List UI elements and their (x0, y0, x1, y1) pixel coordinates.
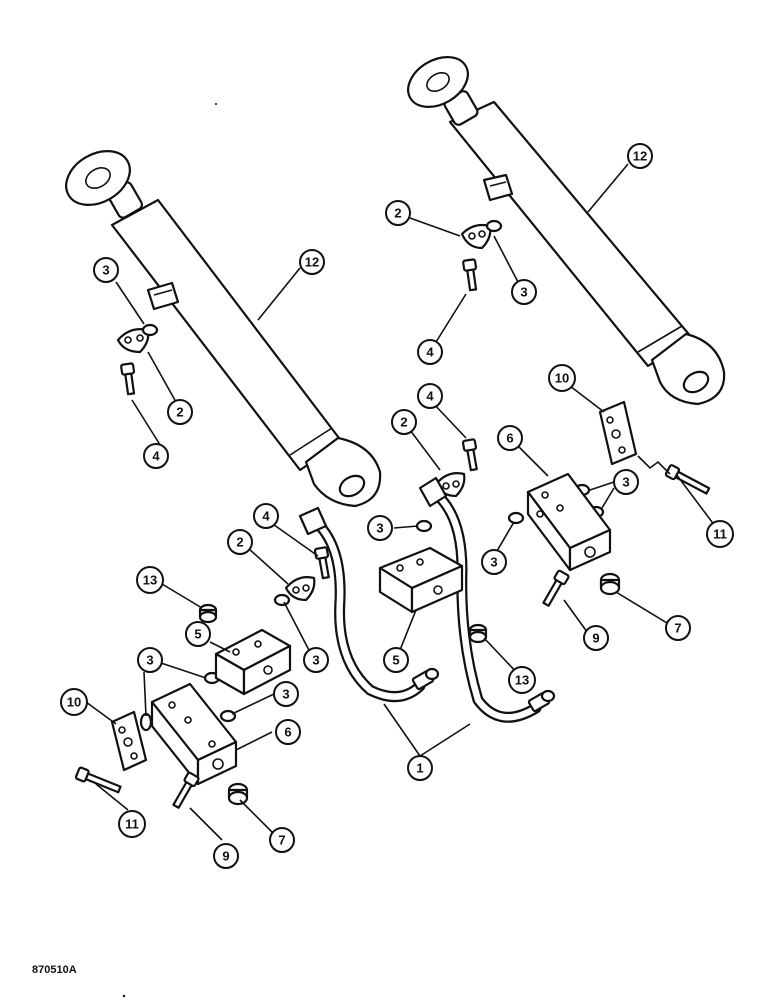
svg-text:13: 13 (515, 673, 529, 688)
callout-3-a: 3 (93, 257, 119, 283)
flange-half-b (460, 223, 492, 250)
callout-13-b: 13 (508, 666, 536, 694)
svg-text:6: 6 (284, 725, 291, 740)
hose-right (418, 476, 556, 723)
figure-code: 870510A (32, 964, 77, 976)
svg-text:3: 3 (376, 521, 383, 536)
svg-text:3: 3 (312, 653, 319, 668)
svg-text:2: 2 (394, 206, 401, 221)
svg-text:3: 3 (490, 555, 497, 570)
svg-text:3: 3 (520, 285, 527, 300)
valve-body-right (526, 472, 612, 572)
stray-dot (215, 103, 217, 105)
svg-text:2: 2 (236, 535, 243, 550)
svg-text:7: 7 (674, 621, 681, 636)
svg-text:3: 3 (146, 653, 153, 668)
flange-half-d (284, 576, 316, 602)
screw-left (172, 771, 200, 809)
svg-text:4: 4 (426, 345, 434, 360)
callout-1-a: 1 (407, 755, 433, 781)
svg-text:2: 2 (176, 405, 183, 420)
callout-2-a: 2 (167, 399, 193, 425)
callout-3-h: 3 (137, 647, 163, 673)
callout-6-a: 6 (497, 425, 523, 451)
callout-2-c: 2 (391, 409, 417, 435)
svg-text:9: 9 (592, 631, 599, 646)
callout-5-b: 5 (185, 621, 211, 647)
hydraulic-cylinder-left (65, 150, 382, 508)
long-bolt-right (664, 464, 711, 495)
callout-3-e: 3 (481, 549, 507, 575)
hose-left (298, 506, 440, 702)
plug-center (468, 623, 488, 644)
callout-5-a: 5 (383, 647, 409, 673)
svg-text:4: 4 (152, 449, 160, 464)
svg-text:1: 1 (416, 761, 423, 776)
callout-7-a: 7 (665, 615, 691, 641)
adapter-right (599, 572, 621, 596)
callout-9-b: 9 (213, 843, 239, 869)
svg-text:10: 10 (67, 695, 81, 710)
callout-13-a: 13 (136, 566, 164, 594)
callout-12-b: 12 (627, 143, 653, 169)
hydraulic-cylinder-right (407, 56, 726, 406)
manifold-block-center (378, 546, 464, 614)
valve-body-left (150, 682, 238, 786)
callout-3-d: 3 (367, 515, 393, 541)
callout-11-a: 11 (706, 520, 734, 548)
svg-text:13: 13 (143, 573, 157, 588)
callout-4-a: 4 (143, 443, 169, 469)
svg-text:2: 2 (400, 415, 407, 430)
svg-text:3: 3 (282, 687, 289, 702)
callout-4-b: 4 (417, 339, 443, 365)
stray-dot (122, 994, 126, 998)
callout-10-b: 10 (60, 688, 88, 716)
callout-2-d: 2 (227, 529, 253, 555)
long-bolt-left (74, 766, 122, 794)
svg-text:3: 3 (102, 263, 109, 278)
svg-text:10: 10 (555, 371, 569, 386)
svg-text:6: 6 (506, 431, 513, 446)
adapter-left (227, 782, 249, 806)
svg-text:3: 3 (622, 475, 629, 490)
callout-12-a: 12 (299, 249, 325, 275)
callout-4-d: 4 (253, 503, 279, 529)
svg-text:7: 7 (278, 833, 285, 848)
screw-right (542, 569, 570, 607)
callout-3-f: 3 (303, 647, 329, 673)
callout-10-a: 10 (548, 364, 576, 392)
svg-text:5: 5 (392, 653, 399, 668)
callout-4-c: 4 (417, 383, 443, 409)
mounting-plate-left (110, 710, 148, 772)
flange-half-a (116, 328, 150, 354)
callout-3-c: 3 (613, 469, 639, 495)
svg-text:9: 9 (222, 849, 229, 864)
svg-text:12: 12 (305, 255, 319, 270)
svg-text:11: 11 (713, 527, 727, 542)
mounting-plate-right (598, 400, 638, 466)
svg-text:12: 12 (633, 149, 647, 164)
manifold-block-left (214, 628, 292, 696)
plug-left (198, 603, 218, 624)
callout-2-b: 2 (385, 200, 411, 226)
svg-text:4: 4 (426, 389, 434, 404)
callout-9-a: 9 (583, 625, 609, 651)
callout-3-b: 3 (511, 279, 537, 305)
svg-text:4: 4 (262, 509, 270, 524)
svg-text:5: 5 (194, 627, 201, 642)
leader-lines (85, 163, 719, 841)
callout-7-b: 7 (269, 827, 295, 853)
callout-3-g: 3 (273, 681, 299, 707)
bolt-alignment-line (637, 455, 671, 475)
cap-screw-group (120, 258, 478, 580)
callout-6-b: 6 (275, 719, 301, 745)
callout-11-b: 11 (118, 810, 146, 838)
svg-text:11: 11 (125, 817, 139, 832)
